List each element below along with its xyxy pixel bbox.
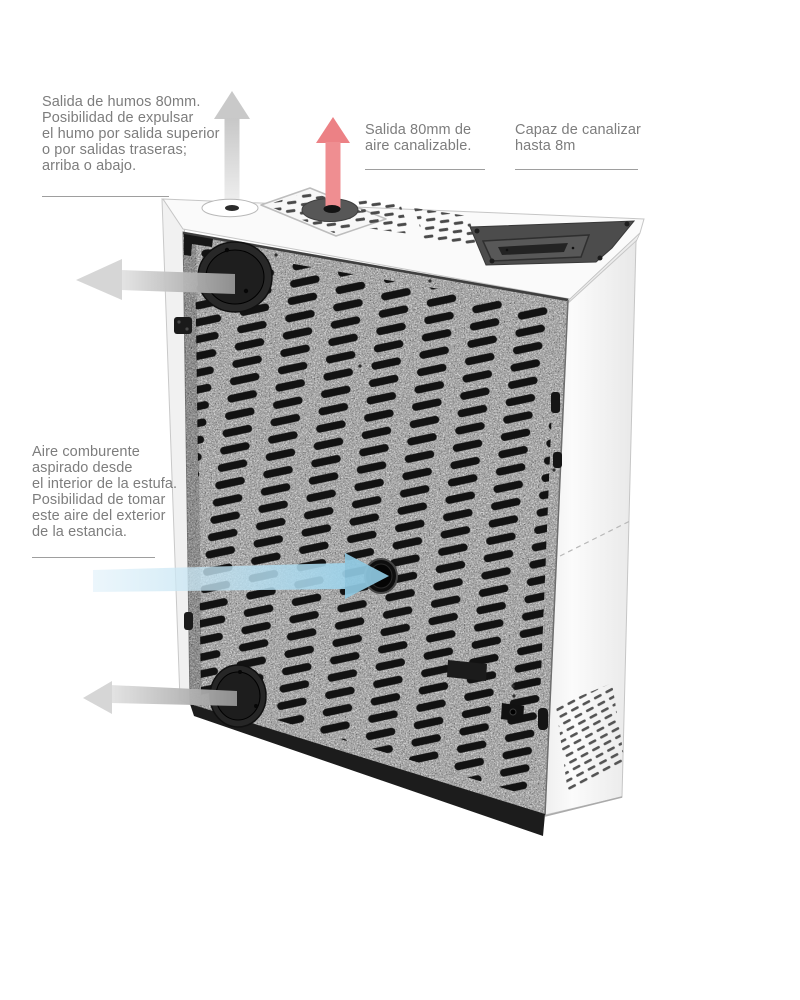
annotation-line: Aire comburente	[32, 444, 140, 460]
combustion-air-arrow	[93, 553, 389, 599]
clip-right-1	[551, 392, 560, 413]
annotation-underline	[515, 169, 638, 170]
control-panel-display	[498, 243, 568, 255]
annotation-line: hasta 8m	[515, 138, 576, 154]
side-seam-dashed-line	[551, 520, 631, 561]
side-bottom-edge	[544, 796, 623, 817]
annotation-line: Posibilidad de expulsar	[42, 110, 194, 126]
panel-hardware	[174, 234, 562, 730]
annotation-line: el interior de la estufa.	[32, 476, 178, 492]
hinge-left-bottom	[184, 612, 193, 630]
annotation-line: Salida de humos 80mm.	[42, 94, 201, 110]
top-vent-patch-middle	[357, 196, 410, 234]
clip-right-3	[538, 708, 548, 730]
annotation-line: el humo por salida superior	[42, 126, 220, 142]
annotation-duct-capacity: Capaz de canalizar hasta 8m	[515, 122, 685, 170]
annotation-ducted-air: Salida 80mm de aire canalizable.	[365, 122, 525, 170]
control-panel	[469, 220, 636, 266]
stove-back-panel	[182, 231, 569, 816]
annotation-line: aspirado desde	[32, 460, 133, 476]
side-vent-grille	[556, 683, 625, 793]
annotation-line: arriba o abajo.	[42, 158, 137, 174]
annotation-line: Salida 80mm de	[365, 122, 472, 138]
annotation-line: de la estancia.	[32, 524, 128, 540]
power-switch	[501, 703, 524, 722]
corner-bracket	[184, 234, 213, 256]
annotation-line: Posibilidad de tomar	[32, 492, 166, 508]
stove-base	[190, 704, 545, 836]
annotation-underline	[42, 196, 169, 197]
top-vent-patch-right	[414, 208, 478, 247]
annotation-combustion-air: Aire comburente aspirado desde el interi…	[32, 444, 262, 558]
power-inlet	[447, 660, 487, 681]
stove-body	[161, 187, 645, 836]
annotation-underline	[365, 169, 485, 170]
annotation-line: Capaz de canalizar	[515, 122, 641, 138]
annotation-line: o por salidas traseras;	[42, 142, 187, 158]
annotation-line: aire canalizable.	[365, 138, 472, 154]
rear-smoke-port-bottom	[209, 664, 267, 728]
hinge-left-top	[174, 317, 192, 334]
annotation-line: este aire del exterior	[32, 508, 166, 524]
clip-right-2	[553, 452, 562, 468]
annotation-underline	[32, 557, 155, 558]
smoke-up-arrow	[214, 91, 250, 214]
smoke-outlet-top	[201, 198, 259, 218]
rear-smoke-arrow-top	[76, 259, 235, 300]
ducted-air-arrow	[316, 117, 350, 213]
rear-smoke-arrow-bottom	[83, 681, 237, 714]
annotation-smoke-outlet: Salida de humos 80mm. Posibilidad de exp…	[42, 94, 292, 197]
